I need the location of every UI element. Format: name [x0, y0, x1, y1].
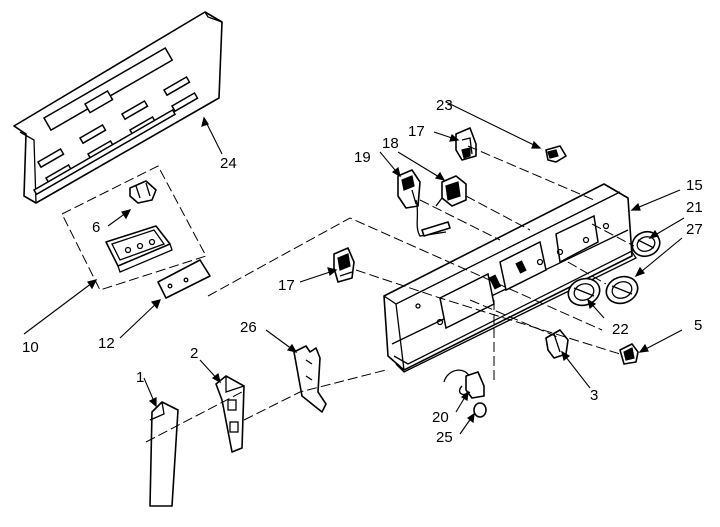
- callout-22: 22: [612, 321, 629, 338]
- part-17-upper-switch: [455, 127, 477, 161]
- clock-body: [105, 225, 173, 273]
- callout-12: 12: [98, 335, 115, 352]
- callout-27: 27: [686, 221, 703, 238]
- callout-24: 24: [220, 155, 237, 172]
- callout-6: 6: [92, 219, 100, 236]
- callout-26: 26: [240, 319, 257, 336]
- callout-5: 5: [694, 317, 702, 334]
- callout-17-upper: 17: [408, 123, 425, 140]
- part-1-side-trim: [149, 401, 179, 507]
- part-23-indicator-light: [545, 145, 567, 163]
- assembly-lines: [145, 145, 635, 443]
- part-26-bracket: [293, 345, 327, 413]
- part-20-light-socket: [443, 369, 485, 399]
- callout-2: 2: [190, 345, 198, 362]
- callout-labels: 1 2 3 5 6 10 12 15 17 17 18 19 20 21 22 …: [22, 97, 703, 446]
- part-18-switch: [435, 175, 467, 207]
- part-5-push-button: [619, 343, 639, 365]
- part-6-clock-knob: [129, 180, 157, 204]
- callout-1: 1: [136, 369, 144, 386]
- part-19-switch: [397, 169, 451, 237]
- part-2-bracket: [215, 375, 245, 453]
- callout-10: 10: [22, 339, 39, 356]
- part-15-control-panel: [383, 183, 637, 373]
- callout-17-lower: 17: [278, 277, 295, 294]
- part-17-lower-switch: [333, 247, 355, 283]
- callout-15: 15: [686, 177, 703, 194]
- callout-23: 23: [436, 97, 453, 114]
- part-10-clock-assembly: [61, 165, 207, 291]
- leader-lines: [23, 101, 685, 435]
- part-22-knob: [567, 277, 601, 307]
- part-27-knob: [605, 275, 639, 305]
- callout-19: 19: [354, 149, 371, 166]
- callout-20: 20: [432, 409, 449, 426]
- part-25-bulb: [473, 402, 487, 418]
- callout-3: 3: [590, 387, 598, 404]
- part-24-rear-panel: [13, 11, 223, 204]
- callout-21: 21: [686, 199, 703, 216]
- callout-18: 18: [382, 135, 399, 152]
- callout-25: 25: [436, 429, 453, 446]
- part-12-clock-lens: [157, 259, 211, 299]
